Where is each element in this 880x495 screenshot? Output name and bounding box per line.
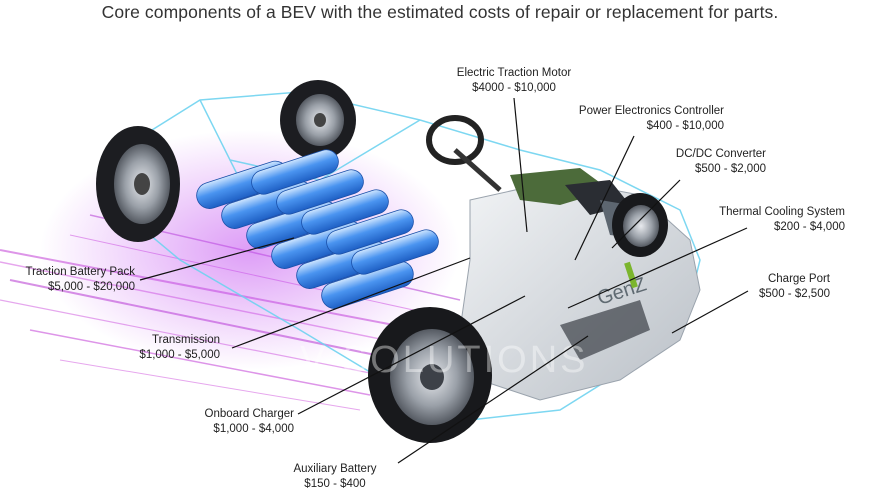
front-wheel-right xyxy=(612,193,668,257)
callout-cost: $500 - $2,000 xyxy=(695,163,766,175)
callout-name: Onboard Charger xyxy=(204,408,295,420)
steering-wheel xyxy=(426,115,502,192)
callout-cost: $500 - $2,500 xyxy=(759,288,830,300)
battery-cells xyxy=(196,149,439,309)
callout-electric-traction-motor: Electric Traction Motor $4000 - $10,000 xyxy=(446,66,582,96)
callout-name: Traction Battery Pack xyxy=(25,266,135,278)
leader-line-power-electronics-controller xyxy=(574,135,635,261)
callout-cost: $1,000 - $4,000 xyxy=(213,423,294,435)
callout-transmission: Transmission $1,000 - $5,000 xyxy=(120,333,220,363)
callout-name: Electric Traction Motor xyxy=(456,67,572,79)
leader-line-onboard-charger xyxy=(297,295,526,415)
callout-cost: $400 - $10,000 xyxy=(646,120,724,132)
front-wheel-left xyxy=(368,307,492,443)
callout-name: Thermal Cooling System xyxy=(719,206,845,218)
leader-line-transmission xyxy=(231,257,471,349)
rear-wheel-left xyxy=(96,126,180,242)
rear-wheel-right xyxy=(280,80,356,160)
callout-name: DC/DC Converter xyxy=(675,148,766,160)
leader-line-thermal-cooling-system xyxy=(567,227,748,309)
leader-line-traction-battery-pack xyxy=(139,237,295,281)
callout-traction-battery-pack: Traction Battery Pack $5,000 - $20,000 xyxy=(4,265,135,295)
callout-cost: $200 - $4,000 xyxy=(774,221,845,233)
callout-dcdc-converter: DC/DC Converter $500 - $2,000 xyxy=(640,147,766,177)
callout-cost: $150 - $400 xyxy=(304,478,366,490)
callout-name: Transmission xyxy=(152,334,220,346)
callout-name: Power Electronics Controller xyxy=(578,105,724,117)
page-title: Core components of a BEV with the estima… xyxy=(101,2,779,22)
callout-name: Auxiliary Battery xyxy=(293,463,377,475)
callout-cost: $5,000 - $20,000 xyxy=(48,281,135,293)
callout-auxiliary-battery: Auxiliary Battery $150 - $400 xyxy=(282,462,388,492)
callout-name: Charge Port xyxy=(767,273,830,285)
callout-thermal-cooling-system: Thermal Cooling System $200 - $4,000 xyxy=(680,205,845,235)
watermark-text: V SOLUTIONS xyxy=(300,339,589,381)
callout-charge-port: Charge Port $500 - $2,500 xyxy=(730,272,830,302)
callout-onboard-charger: Onboard Charger $1,000 - $4,000 xyxy=(180,407,295,437)
leader-lines xyxy=(139,97,749,464)
leader-line-auxiliary-battery xyxy=(397,335,589,464)
callout-cost: $4000 - $10,000 xyxy=(472,82,556,94)
leader-line-electric-traction-motor xyxy=(513,97,528,233)
leader-line-dcdc-converter xyxy=(611,179,681,249)
leader-line-charge-port xyxy=(671,290,749,334)
callout-power-electronics-controller: Power Electronics Controller $400 - $10,… xyxy=(534,104,724,134)
callout-cost: $1,000 - $5,000 xyxy=(139,349,220,361)
